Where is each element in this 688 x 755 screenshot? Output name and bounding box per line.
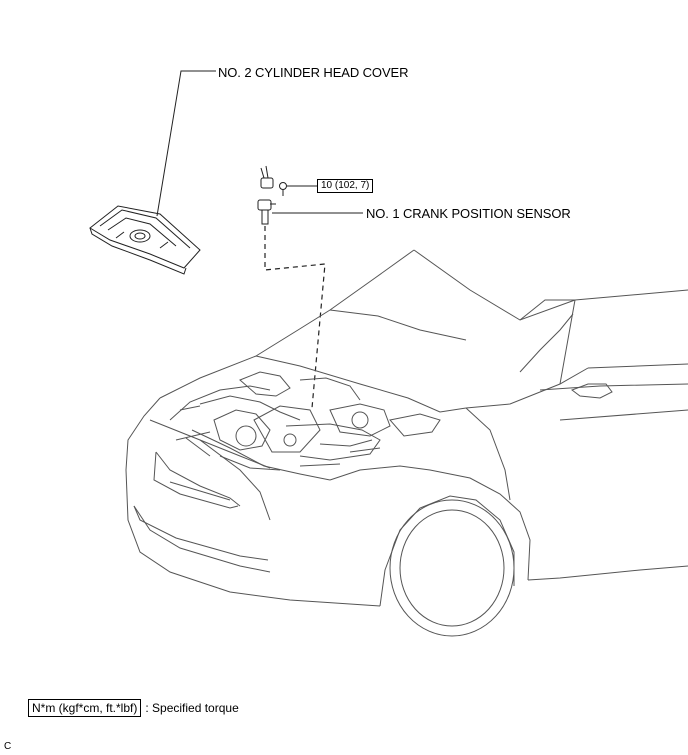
- corner-code: C: [4, 741, 12, 752]
- torque-value-box: 10 (102, 7): [317, 179, 374, 193]
- legend-description: : Specified torque: [145, 701, 239, 715]
- crank-sensor-label: NO. 1 CRANK POSITION SENSOR: [366, 206, 571, 221]
- sensor-location-dashed-line: [264, 226, 326, 409]
- legend: N*m (kgf*cm, ft.*lbf) : Specified torque: [28, 699, 239, 717]
- cover-leader-line: [156, 70, 216, 217]
- vehicle-outline: [125, 249, 688, 637]
- cylinder-head-cover-part: [89, 205, 201, 275]
- legend-units-box: N*m (kgf*cm, ft.*lbf): [28, 699, 142, 717]
- crank-sensor-part: [257, 165, 287, 225]
- cylinder-head-cover-label: NO. 2 CYLINDER HEAD COVER: [218, 65, 409, 80]
